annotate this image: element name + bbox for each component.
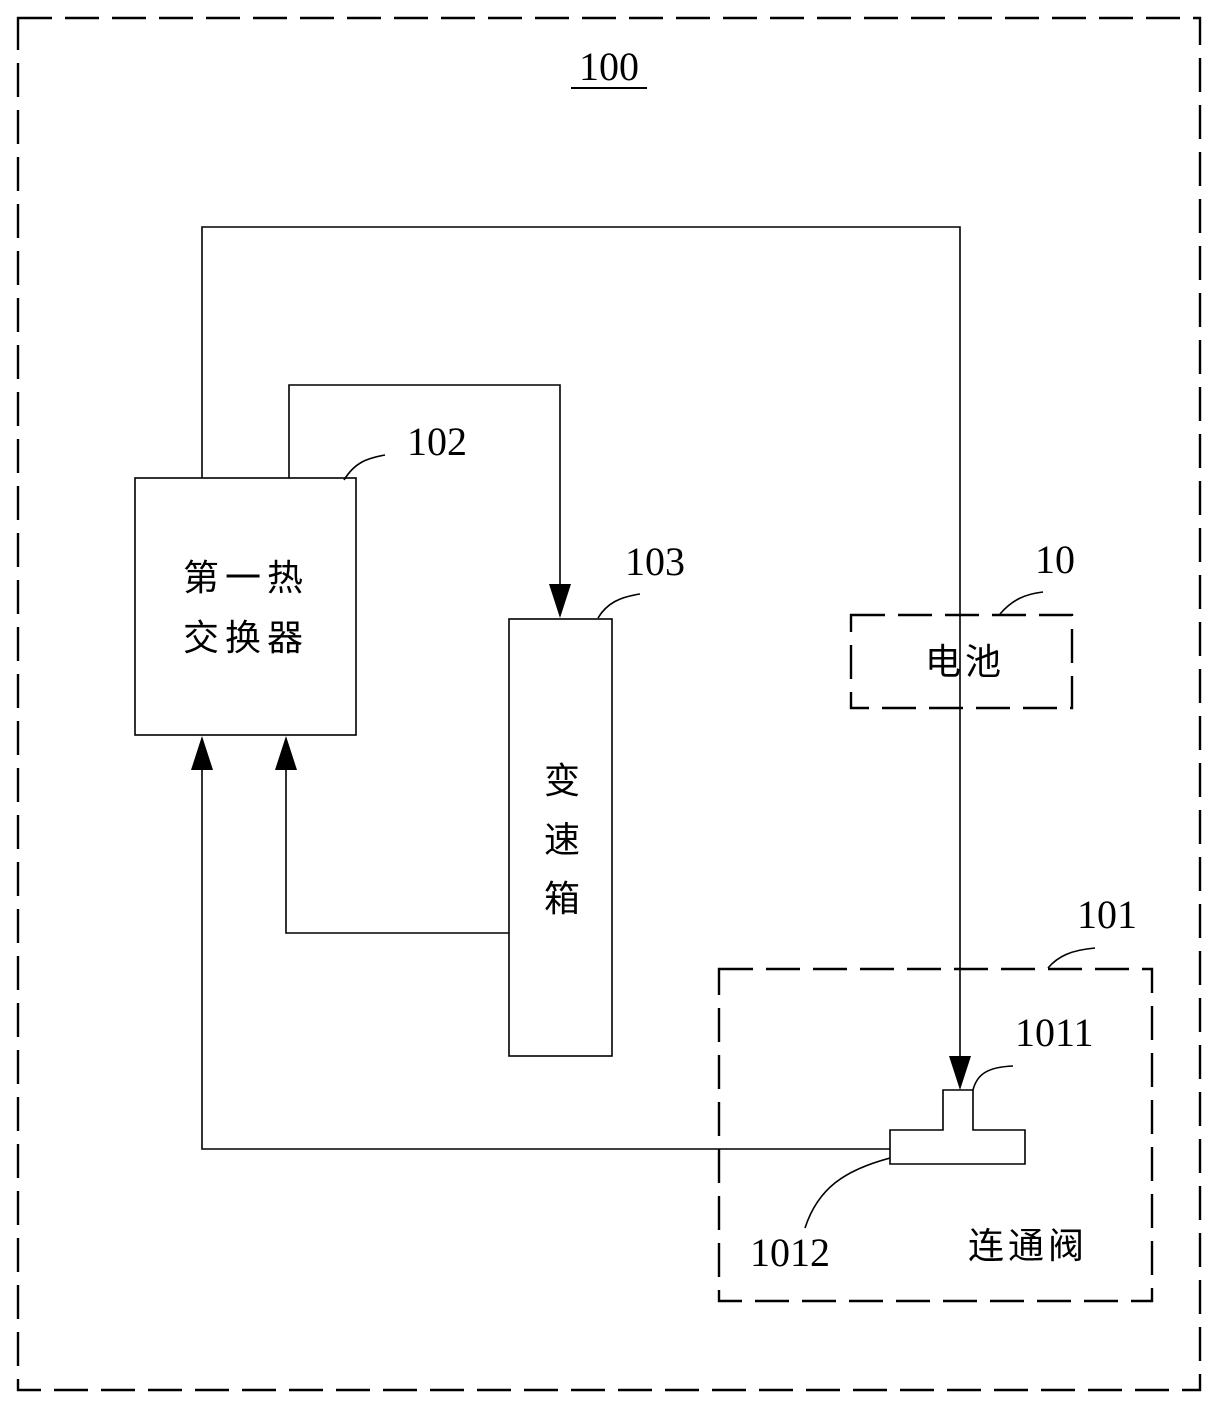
valve-unit-leader bbox=[1047, 947, 1096, 969]
valve-port-top-ref: 1011 bbox=[1015, 1010, 1094, 1055]
heat-exchanger-ref: 102 bbox=[407, 419, 467, 464]
pipe-exchanger-to-gearbox bbox=[288, 384, 561, 598]
valve-unit-label: 连通阀 bbox=[968, 1226, 1088, 1267]
pipe-gearbox-to-exchanger bbox=[285, 760, 509, 934]
valve-port-side-leader bbox=[804, 1157, 891, 1229]
heat-exchanger-box bbox=[134, 477, 357, 736]
connecting-valve bbox=[889, 1089, 1026, 1165]
gearbox-label-char2: 速 bbox=[544, 820, 580, 861]
gearbox-box bbox=[508, 618, 613, 1057]
battery-ref: 10 bbox=[1035, 537, 1075, 582]
pipe-exchanger-to-valve bbox=[201, 226, 961, 1068]
arrow-up-exchanger-right bbox=[275, 736, 297, 770]
gearbox-label-char1: 变 bbox=[544, 761, 580, 802]
figure-label: 100 bbox=[579, 44, 639, 89]
heat-exchanger-label-line1: 第一热 bbox=[183, 558, 309, 599]
gearbox-ref: 103 bbox=[625, 539, 685, 584]
battery-box bbox=[849, 613, 1074, 710]
pipe-valve-to-exchanger bbox=[201, 760, 890, 1150]
valve-unit-boundary bbox=[717, 967, 1154, 1303]
gearbox-label-char3: 箱 bbox=[544, 879, 580, 920]
heat-exchanger-leader bbox=[343, 454, 386, 481]
battery-label: 电池 bbox=[925, 642, 1005, 683]
valve-unit-ref: 101 bbox=[1077, 892, 1137, 937]
arrow-down-valve bbox=[949, 1056, 971, 1090]
heat-exchanger-label-line2: 交换器 bbox=[183, 618, 309, 659]
system-boundary bbox=[16, 16, 1202, 1392]
arrow-up-exchanger-left bbox=[191, 736, 213, 770]
valve-port-top-leader bbox=[972, 1065, 1014, 1091]
battery-leader bbox=[999, 591, 1044, 615]
gearbox-leader bbox=[597, 593, 641, 619]
arrow-down-gearbox bbox=[549, 584, 571, 618]
valve-port-side-ref: 1012 bbox=[750, 1230, 830, 1275]
